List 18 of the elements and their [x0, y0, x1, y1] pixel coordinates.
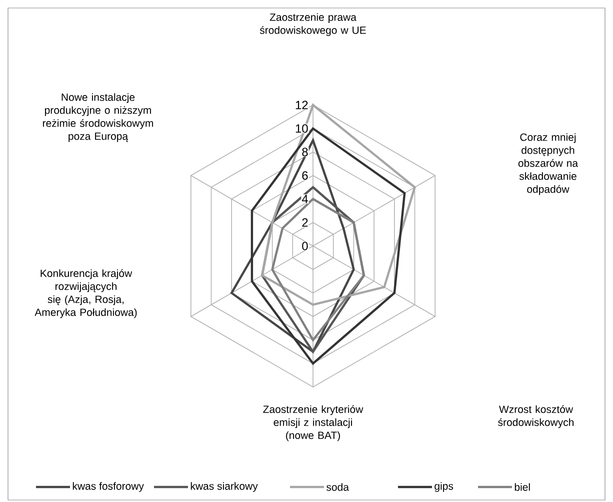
axis-label: Coraz mniej dostępnych obszarów na składowanie odpadów — [518, 133, 578, 195]
tick-label: 4 — [301, 194, 309, 204]
tick-label: 6 — [301, 170, 309, 180]
tick-label: 8 — [301, 147, 309, 157]
axis-label: Zaostrzenie prawa środowiskowego w UE — [260, 13, 366, 36]
axis-label: Zaostrzenie kryteriów emisji z instalacji (nowe BAT) — [263, 405, 364, 442]
tick-label: 10 — [294, 124, 309, 134]
tick-label: 12 — [294, 100, 309, 110]
legend-item: gips — [398, 482, 454, 492]
legend-item: kwas fosforowy — [36, 482, 144, 492]
axis-label: Nowe instalacje produkcyjne o niższym reżimie środowiskowym poza Europą — [42, 93, 153, 142]
tick-label: 2 — [301, 218, 309, 228]
legend-item: biel — [478, 483, 530, 491]
axis-label: Wzrost kosztów środowiskowych — [498, 405, 574, 428]
axis-label: Konkurencja krajów rozwijających się (Azja, Rosja, Ameryka Południowa) — [34, 269, 137, 318]
legend-item: kwas siarkowy — [154, 482, 258, 492]
legend-item: soda — [290, 483, 349, 491]
tick-label: 0 — [301, 241, 309, 251]
